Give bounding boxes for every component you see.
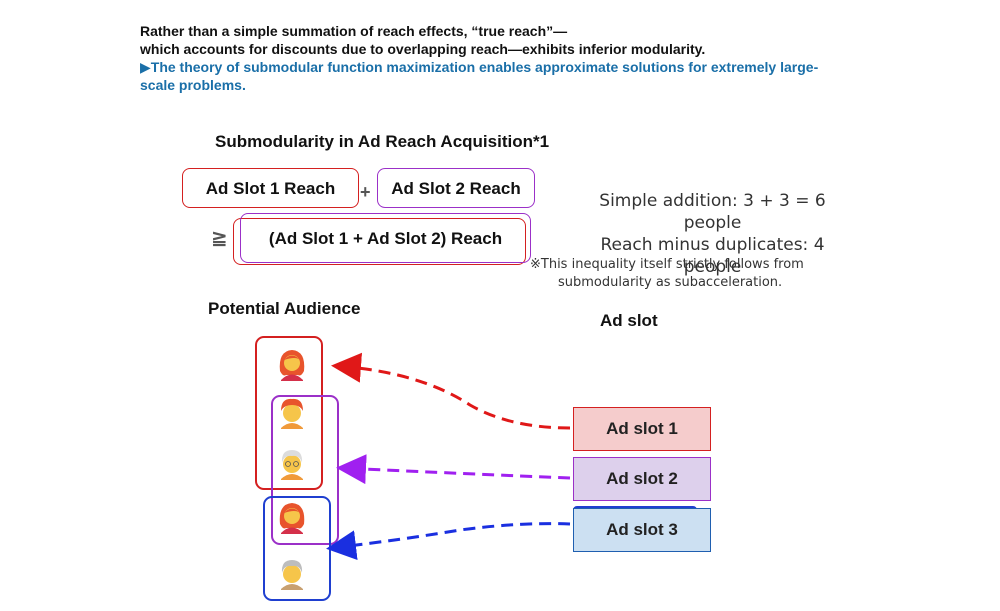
elderly-person-icon xyxy=(281,450,303,480)
woman-red-hair-icon xyxy=(279,350,305,381)
ad-slot-2: Ad slot 2 xyxy=(573,457,711,501)
combined-reach-box-red xyxy=(233,218,526,265)
audience-heading: Potential Audience xyxy=(208,299,361,318)
adslot-heading: Ad slot xyxy=(600,311,658,330)
combined-reach-box-purple: (Ad Slot 1 + Ad Slot 2) Reach xyxy=(240,213,531,263)
explanation: Simple addition: 3 + 3 = 6 people Reach … xyxy=(570,190,855,278)
intro-text: Rather than a simple summation of reach … xyxy=(140,22,840,94)
slot1-audience-group xyxy=(255,336,323,490)
elderly-person-icon xyxy=(281,560,303,590)
ad-slot-3: Ad slot 3 xyxy=(573,508,711,552)
intro-line-1: Rather than a simple summation of reach … xyxy=(140,23,568,39)
ad-slot-1: Ad slot 1 xyxy=(573,407,711,451)
intro-line-2: which accounts for discounts due to over… xyxy=(140,41,706,57)
intro-line-3: ▶The theory of submodular function maxim… xyxy=(140,59,819,93)
woman-red-hair-icon xyxy=(279,503,305,534)
slot3-arrow xyxy=(326,522,571,561)
person-red-hair-icon xyxy=(281,398,303,429)
slot1-arrow xyxy=(331,352,571,430)
footnote-line-2: submodularity as subacceleration. xyxy=(558,275,783,290)
geq-sign: ≧ xyxy=(211,227,228,249)
slot1-reach-box: Ad Slot 1 Reach xyxy=(182,168,359,208)
slot2-reach-box: Ad Slot 2 Reach xyxy=(377,168,535,208)
plus-sign: + xyxy=(360,182,371,202)
simple-addition-text: Simple addition: 3 + 3 = 6 people xyxy=(599,191,826,233)
footnote-line-1: ※This inequality itself strictly follows… xyxy=(530,257,804,272)
diagram-title: Submodularity in Ad Reach Acquisition*1 xyxy=(215,132,550,151)
footnote: ※This inequality itself strictly follows… xyxy=(530,256,804,292)
minus-duplicates-text: Reach minus duplicates: 4 people xyxy=(600,235,825,277)
slot2-arrow xyxy=(336,454,571,485)
